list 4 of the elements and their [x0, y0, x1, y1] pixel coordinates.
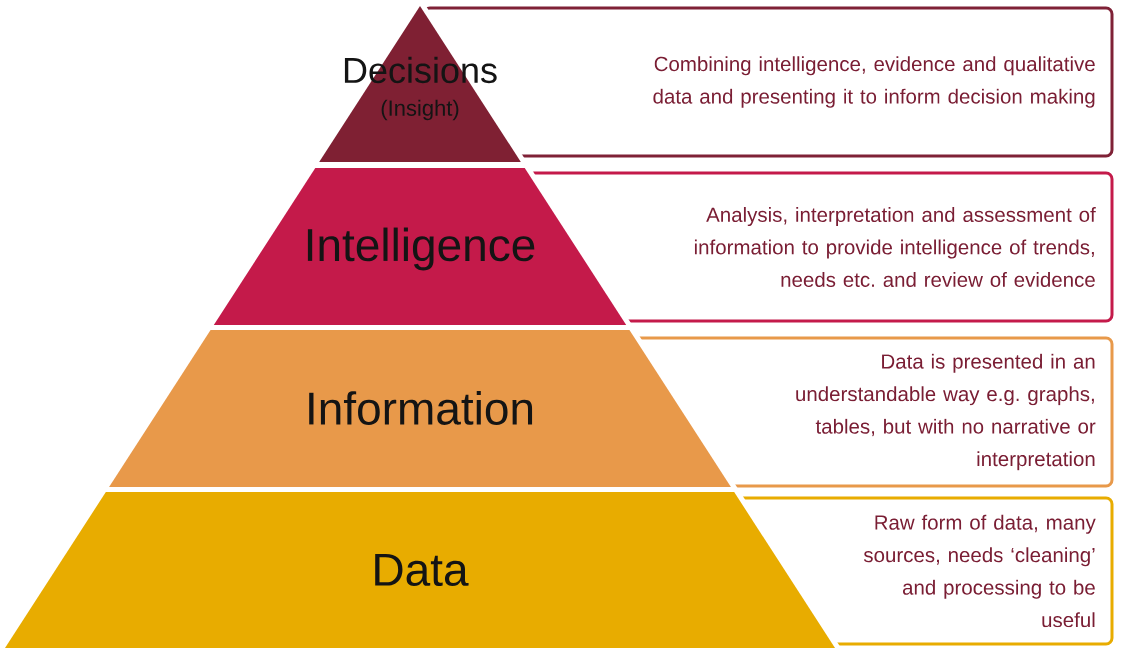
pyramid-layer: Information	[109, 330, 731, 487]
description-box: Data is presented in an understandable way e.g. graphs, tables, but with no narrative or interpretation	[632, 336, 1114, 488]
pyramid-layer: Data	[5, 492, 835, 648]
pyramid-layer: Intelligence	[213, 168, 627, 325]
